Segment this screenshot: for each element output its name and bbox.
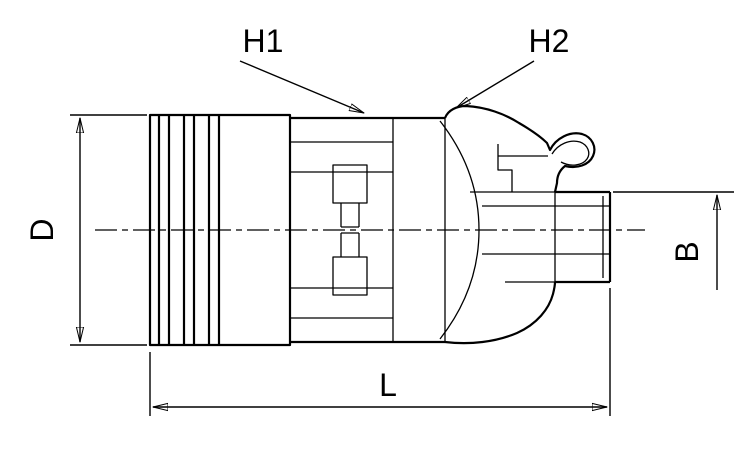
leader-h1: H1: [239, 23, 364, 114]
coupling-hex-body: [290, 116, 446, 344]
label-h1: H1: [243, 23, 284, 59]
dimension-b: B: [613, 191, 734, 290]
label-l: L: [379, 367, 397, 403]
dimension-d: D: [24, 114, 147, 346]
leader-h2: H2: [456, 23, 570, 109]
valve-pin-details: [332, 164, 368, 296]
dimension-l: L: [149, 288, 611, 416]
outlet-port: [482, 190, 612, 284]
label-d: D: [24, 218, 60, 241]
coupling-sleeve: [148, 113, 292, 347]
label-h2: H2: [529, 23, 570, 59]
lever-housing: [439, 104, 596, 345]
label-b: B: [669, 241, 705, 262]
